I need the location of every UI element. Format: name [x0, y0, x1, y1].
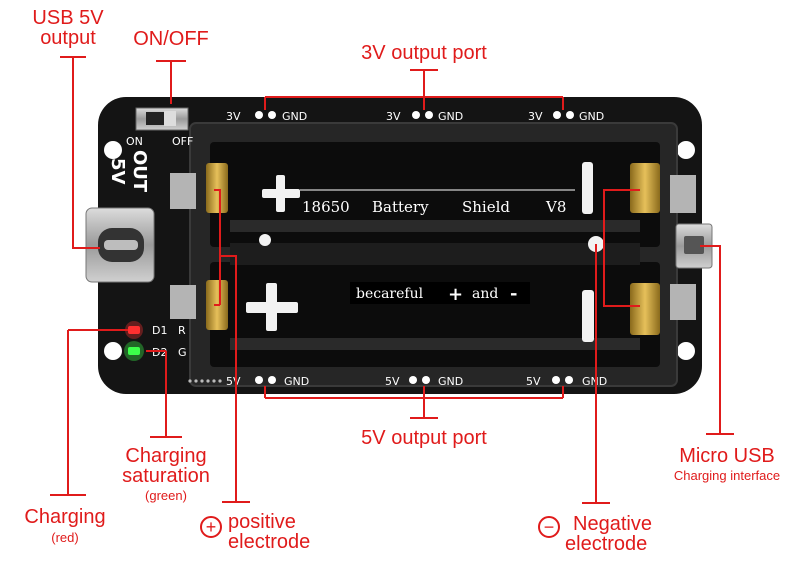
silk-battery: Battery — [372, 198, 429, 216]
charging-line1: Charging — [24, 506, 106, 528]
switch-slider — [164, 111, 176, 126]
usb-5v-output-label: USB 5V output — [20, 8, 116, 48]
svg-text:3V: 3V — [528, 110, 543, 123]
pin-3v-middle: 3V GND — [386, 110, 463, 123]
minus-mark-icon — [582, 290, 594, 342]
usb-5v-output-line2: output — [40, 27, 96, 49]
plus-hole — [259, 234, 271, 246]
svg-text:GND: GND — [282, 110, 307, 123]
silk-version: V8 — [545, 198, 566, 216]
positive-symbol-icon: + — [206, 517, 217, 537]
plus-mark-icon — [262, 175, 300, 212]
positive-electrode-label: positive electrode — [228, 512, 338, 552]
charging-saturation-line2: saturation — [122, 465, 210, 487]
silk-shield: Shield — [462, 198, 510, 216]
charging-saturation-label: Charging saturation (green) — [100, 446, 232, 502]
pin-5v-right: 5V GND — [526, 375, 607, 388]
red-charging-led — [128, 326, 140, 334]
mount-hole — [677, 141, 695, 159]
micro-usb-label: Micro USB Charging interface — [660, 446, 794, 482]
output-5v-port-label: 5V output port — [361, 427, 487, 449]
negative-electrode-label: Negative electrode — [565, 514, 675, 554]
pin-3v-left: 3V GND — [226, 110, 307, 123]
silk-caution-plus: + — [448, 284, 463, 305]
leader-lines — [50, 56, 734, 504]
micro-usb-note: Charging interface — [673, 468, 781, 483]
svg-text:GND: GND — [438, 110, 463, 123]
pin-3v-right: 3V GND — [528, 110, 604, 123]
charging-note: (red) — [51, 530, 79, 545]
silk-and: and — [472, 286, 498, 302]
svg-text:GND: GND — [284, 375, 309, 388]
mount-hole — [677, 342, 695, 360]
silk-g: G — [178, 346, 187, 359]
on-off-label: ON/OFF — [133, 28, 209, 50]
svg-text:5V: 5V — [226, 375, 241, 388]
negative-contact-1 — [630, 163, 660, 213]
negative-symbol-icon — [538, 516, 560, 538]
silk-becareful: becareful — [356, 286, 424, 302]
negative-contact-2 — [630, 283, 660, 335]
silk-d2: D2 — [152, 346, 167, 359]
negative-electrode-line2: electrode — [565, 533, 648, 555]
svg-text:5V: 5V — [526, 375, 541, 388]
positive-contact-1 — [206, 163, 228, 213]
pin-5v-left: 5V GND — [226, 375, 309, 388]
svg-text:3V: 3V — [226, 110, 241, 123]
svg-text:GND: GND — [438, 375, 463, 388]
negative-symbol-icon: − — [544, 517, 555, 537]
plus-mark-icon — [246, 283, 298, 331]
charging-saturation-line1: Charging — [125, 445, 207, 467]
svg-text:GND: GND — [579, 110, 604, 123]
svg-text:5V: 5V — [385, 375, 400, 388]
silk-caution-minus: - — [510, 283, 517, 304]
svg-text:GND: GND — [582, 375, 607, 388]
mount-hole — [104, 342, 122, 360]
negative-electrode-line1: Negative — [573, 513, 652, 535]
silk-r: R — [178, 324, 186, 337]
silk-out-5v: 5V — [107, 158, 128, 185]
pin-5v-middle: 5V GND — [385, 375, 463, 388]
mount-hole — [104, 141, 122, 159]
silk-out: OUT — [129, 150, 150, 193]
silk-off: OFF — [172, 135, 193, 148]
usb-5v-output-line1: USB 5V — [32, 7, 104, 29]
positive-electrode-line1: positive — [228, 511, 296, 533]
silk-d1: D1 — [152, 324, 167, 337]
output-3v-port-label: 3V output port — [361, 42, 487, 64]
charging-label: Charging (red) — [10, 507, 120, 544]
positive-electrode-line2: electrode — [228, 531, 311, 553]
charging-saturation-note: (green) — [145, 488, 187, 503]
dotted-header — [188, 379, 222, 383]
silk-18650: 18650 — [302, 198, 350, 216]
silk-on: ON — [126, 135, 143, 148]
positive-symbol-icon — [200, 516, 222, 538]
svg-text:3V: 3V — [386, 110, 401, 123]
minus-mark-icon — [582, 162, 593, 214]
micro-usb-line1: Micro USB — [679, 445, 775, 467]
green-saturation-led — [128, 347, 140, 355]
